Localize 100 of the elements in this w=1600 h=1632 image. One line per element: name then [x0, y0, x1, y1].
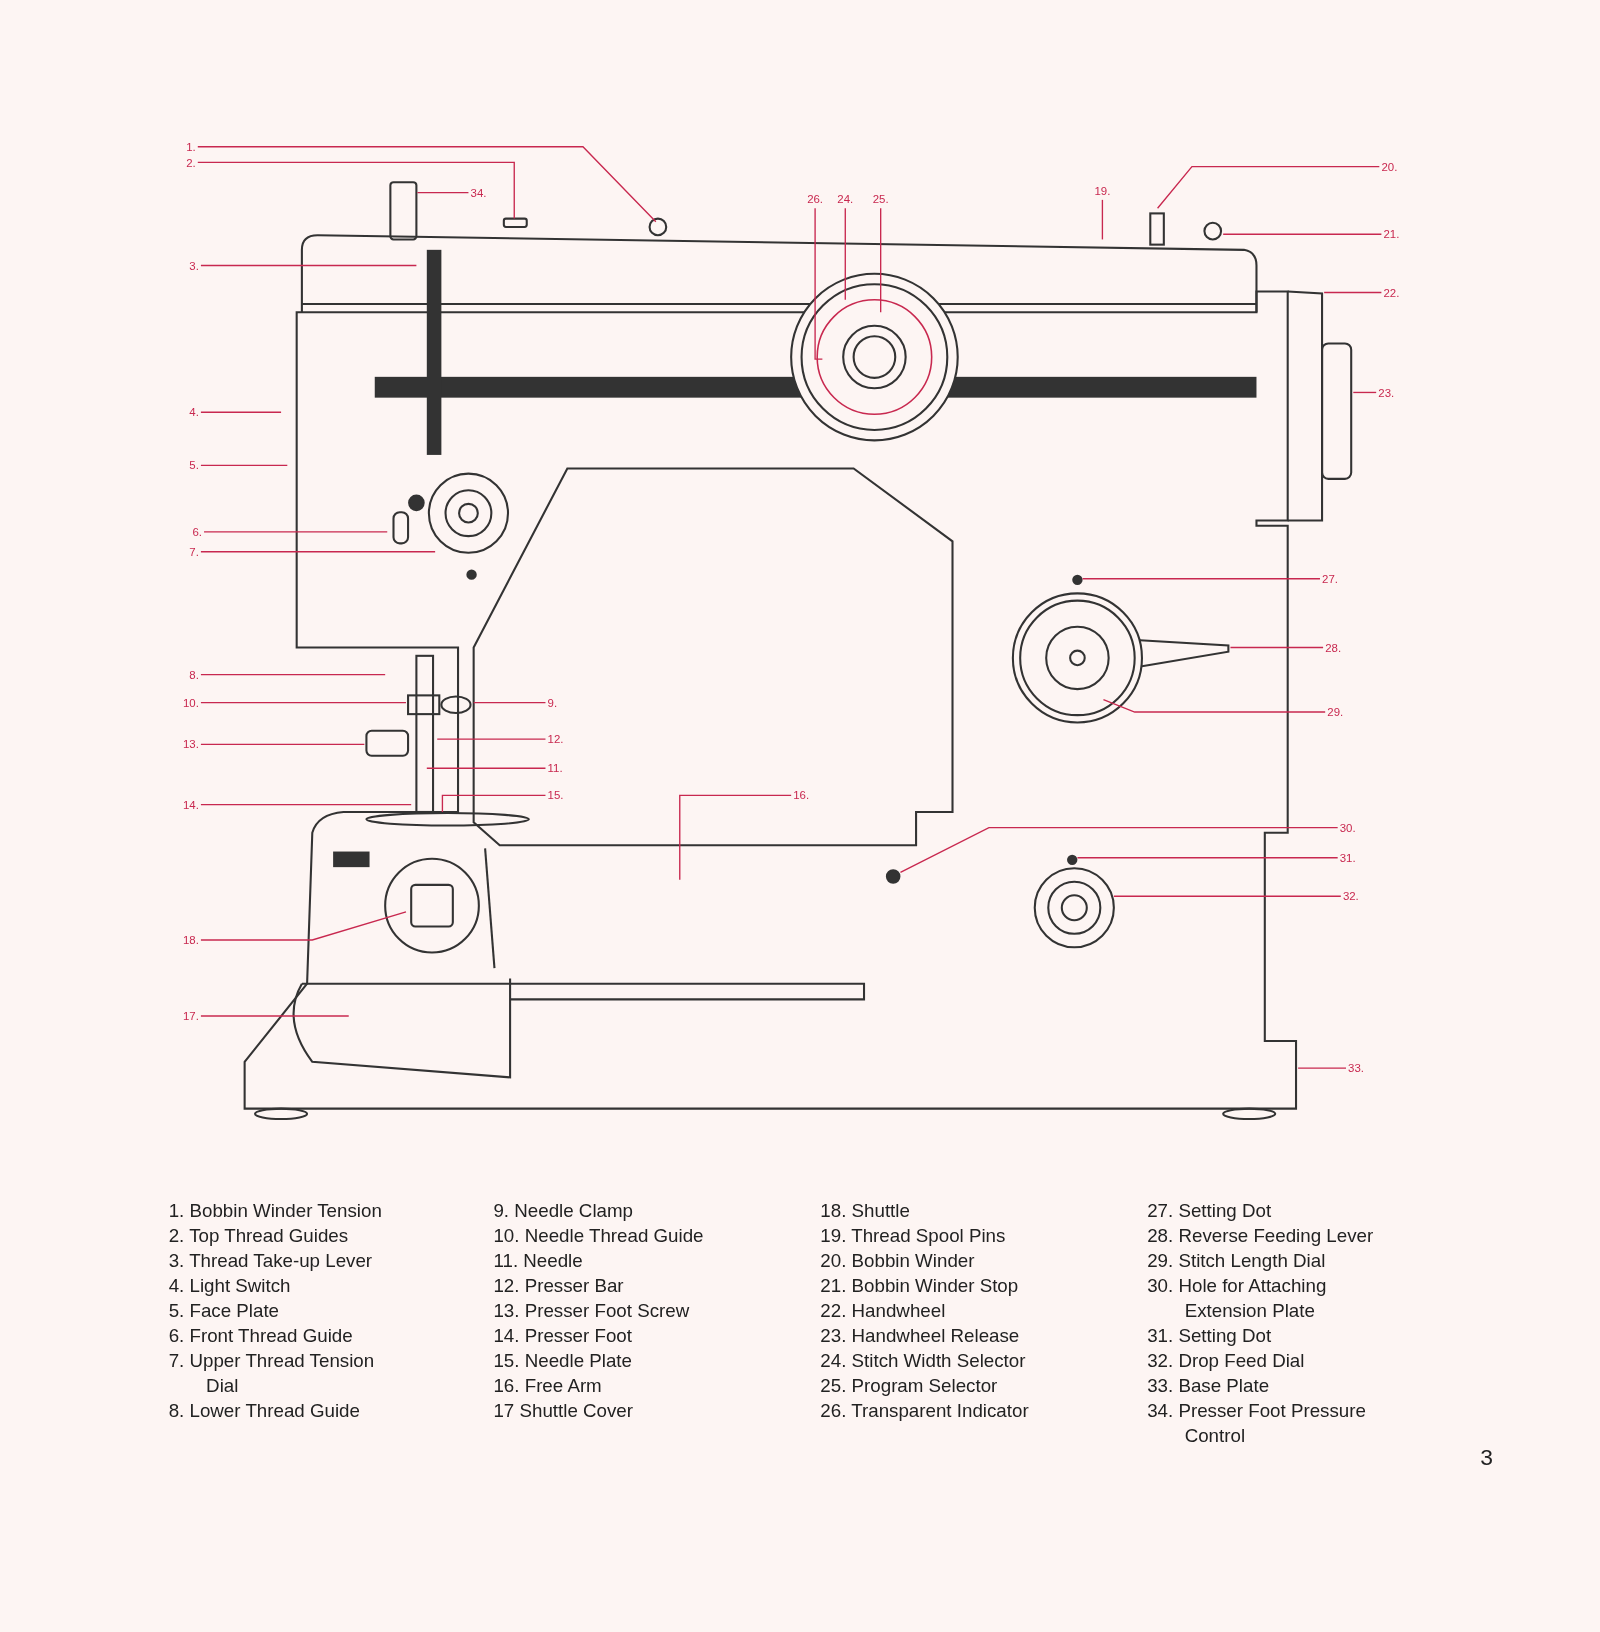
leader-line [200, 911, 407, 941]
callout-number: 14. [182, 797, 199, 812]
callout-number: 23. [1378, 385, 1395, 400]
leader-line [1076, 857, 1339, 859]
parts-list-item: 27. Setting Dot [1147, 1199, 1273, 1224]
callout-number: 17. [182, 1008, 199, 1024]
parts-list-item: 1. Bobbin Winder Tension [168, 1199, 383, 1224]
callout-number: 15. [547, 788, 564, 803]
leader-line [441, 794, 547, 813]
leader-line [203, 531, 388, 533]
parts-list-item: 17 Shuttle Cover [493, 1399, 634, 1423]
callout-number: 3. [189, 258, 199, 273]
parts-list-item: 22. Handwheel [820, 1299, 947, 1323]
leader-line [679, 794, 792, 881]
callout-number: 2. [186, 155, 196, 170]
callout-number: 5. [189, 458, 199, 473]
callout-number: 25. [872, 191, 889, 207]
callout-number: 27. [1322, 571, 1338, 587]
callout-number: 8. [189, 667, 199, 682]
callout-number: 20. [1381, 159, 1398, 174]
parts-list-item: 18. Shuttle [820, 1199, 911, 1224]
parts-list-item: 11. Needle [493, 1249, 584, 1274]
leader-line [200, 411, 282, 413]
parts-list-item: 2. Top Thread Guides [168, 1224, 350, 1249]
leader-line [197, 161, 515, 220]
leader-line [200, 673, 386, 676]
callout-number: 21. [1383, 226, 1400, 242]
callout-number: 30. [1339, 820, 1356, 835]
parts-list-item: 8. Lower Thread Guide [168, 1399, 361, 1423]
leader-line [200, 804, 412, 806]
leader-line [1297, 1067, 1347, 1069]
parts-list-item: 13. Presser Foot Screw [493, 1299, 691, 1323]
callout-number: 1. [186, 139, 196, 155]
parts-list-item: 5. Face Plate [168, 1299, 281, 1323]
parts-list-item: 23. Handwheel Release [820, 1324, 1021, 1348]
parts-list-item: 32. Drop Feed Dial [1147, 1349, 1306, 1373]
leader-line [1352, 391, 1377, 394]
callout-number: 33. [1348, 1060, 1364, 1076]
callout-number: 32. [1342, 889, 1359, 904]
leader-line [1323, 291, 1383, 294]
callout-number: 10. [182, 695, 199, 710]
callout-number: 16. [793, 788, 810, 803]
parts-list-item: 28. Reverse Feeding Lever [1147, 1224, 1375, 1249]
callout-number: 6. [192, 524, 202, 540]
callout-number: 4. [189, 404, 199, 420]
leader-line [200, 264, 418, 267]
leader-line [200, 702, 407, 704]
callout-number: 31. [1339, 850, 1356, 866]
parts-list-item: 16. Free Arm [493, 1374, 603, 1398]
leader-line [200, 464, 288, 466]
callout-number: 24. [837, 191, 854, 207]
parts-list-item: 33. Base Plate [1147, 1374, 1271, 1398]
leader-line [1113, 895, 1342, 897]
parts-list-item: 30. Hole for Attaching Extension Plate [1147, 1274, 1328, 1323]
leader-line [200, 551, 436, 553]
leader-line [1081, 578, 1321, 580]
leader-line [1222, 233, 1383, 235]
parts-list-item: 7. Upper Thread Tension Dial [168, 1349, 376, 1398]
leader-line [899, 826, 1339, 874]
callout-number: 12. [547, 731, 564, 747]
leader-line [844, 207, 846, 301]
leader-line [1101, 199, 1104, 241]
parts-list-item: 24. Stitch Width Selector [820, 1349, 1027, 1373]
parts-list-item: 4. Light Switch [168, 1274, 292, 1299]
leader-line [416, 191, 470, 194]
thread-guide [502, 217, 528, 228]
callout-number: 22. [1383, 285, 1400, 300]
leader-line [880, 207, 882, 313]
page-number: 3 [1480, 1443, 1494, 1471]
leader-line [197, 146, 657, 223]
callout-number: 28. [1325, 640, 1342, 655]
leader-line [436, 738, 547, 740]
parts-list-item: 19. Thread Spool Pins [820, 1224, 1007, 1249]
callout-number: 7. [189, 544, 199, 559]
leader-line [200, 743, 366, 745]
callout-number: 34. [470, 185, 487, 200]
callout-number: 18. [182, 932, 199, 948]
parts-list-item: 21. Bobbin Winder Stop [820, 1274, 1020, 1299]
parts-list-item: 3. Thread Take-up Lever [168, 1249, 374, 1274]
parts-list-item: 25. Program Selector [820, 1374, 999, 1398]
leader-line [1156, 165, 1380, 209]
callout-number: 13. [182, 737, 199, 752]
leader-line [426, 767, 547, 769]
parts-list-item: 9. Needle Clamp [493, 1199, 634, 1224]
leader-line [200, 1015, 350, 1017]
leader-line [1102, 698, 1326, 713]
parts-list-item: 15. Needle Plate [493, 1349, 633, 1373]
parts-list-item: 14. Presser Foot [493, 1324, 633, 1348]
parts-list-item: 20. Bobbin Winder [820, 1249, 976, 1274]
parts-list-item: 6. Front Thread Guide [168, 1324, 354, 1348]
leader-line [1229, 646, 1324, 649]
parts-list-item: 12. Presser Bar [493, 1274, 625, 1299]
parts-list-item: 34. Presser Foot Pressure Control [1147, 1399, 1367, 1448]
parts-list-item: 31. Setting Dot [1147, 1324, 1273, 1348]
parts-list-item: 29. Stitch Length Dial [1147, 1249, 1327, 1274]
leader-line [472, 702, 547, 704]
parts-list-item: 26. Transparent Indicator [820, 1399, 1030, 1423]
callout-number: 29. [1327, 704, 1344, 720]
callout-number: 26. [807, 191, 824, 207]
callout-number: 11. [547, 760, 563, 776]
